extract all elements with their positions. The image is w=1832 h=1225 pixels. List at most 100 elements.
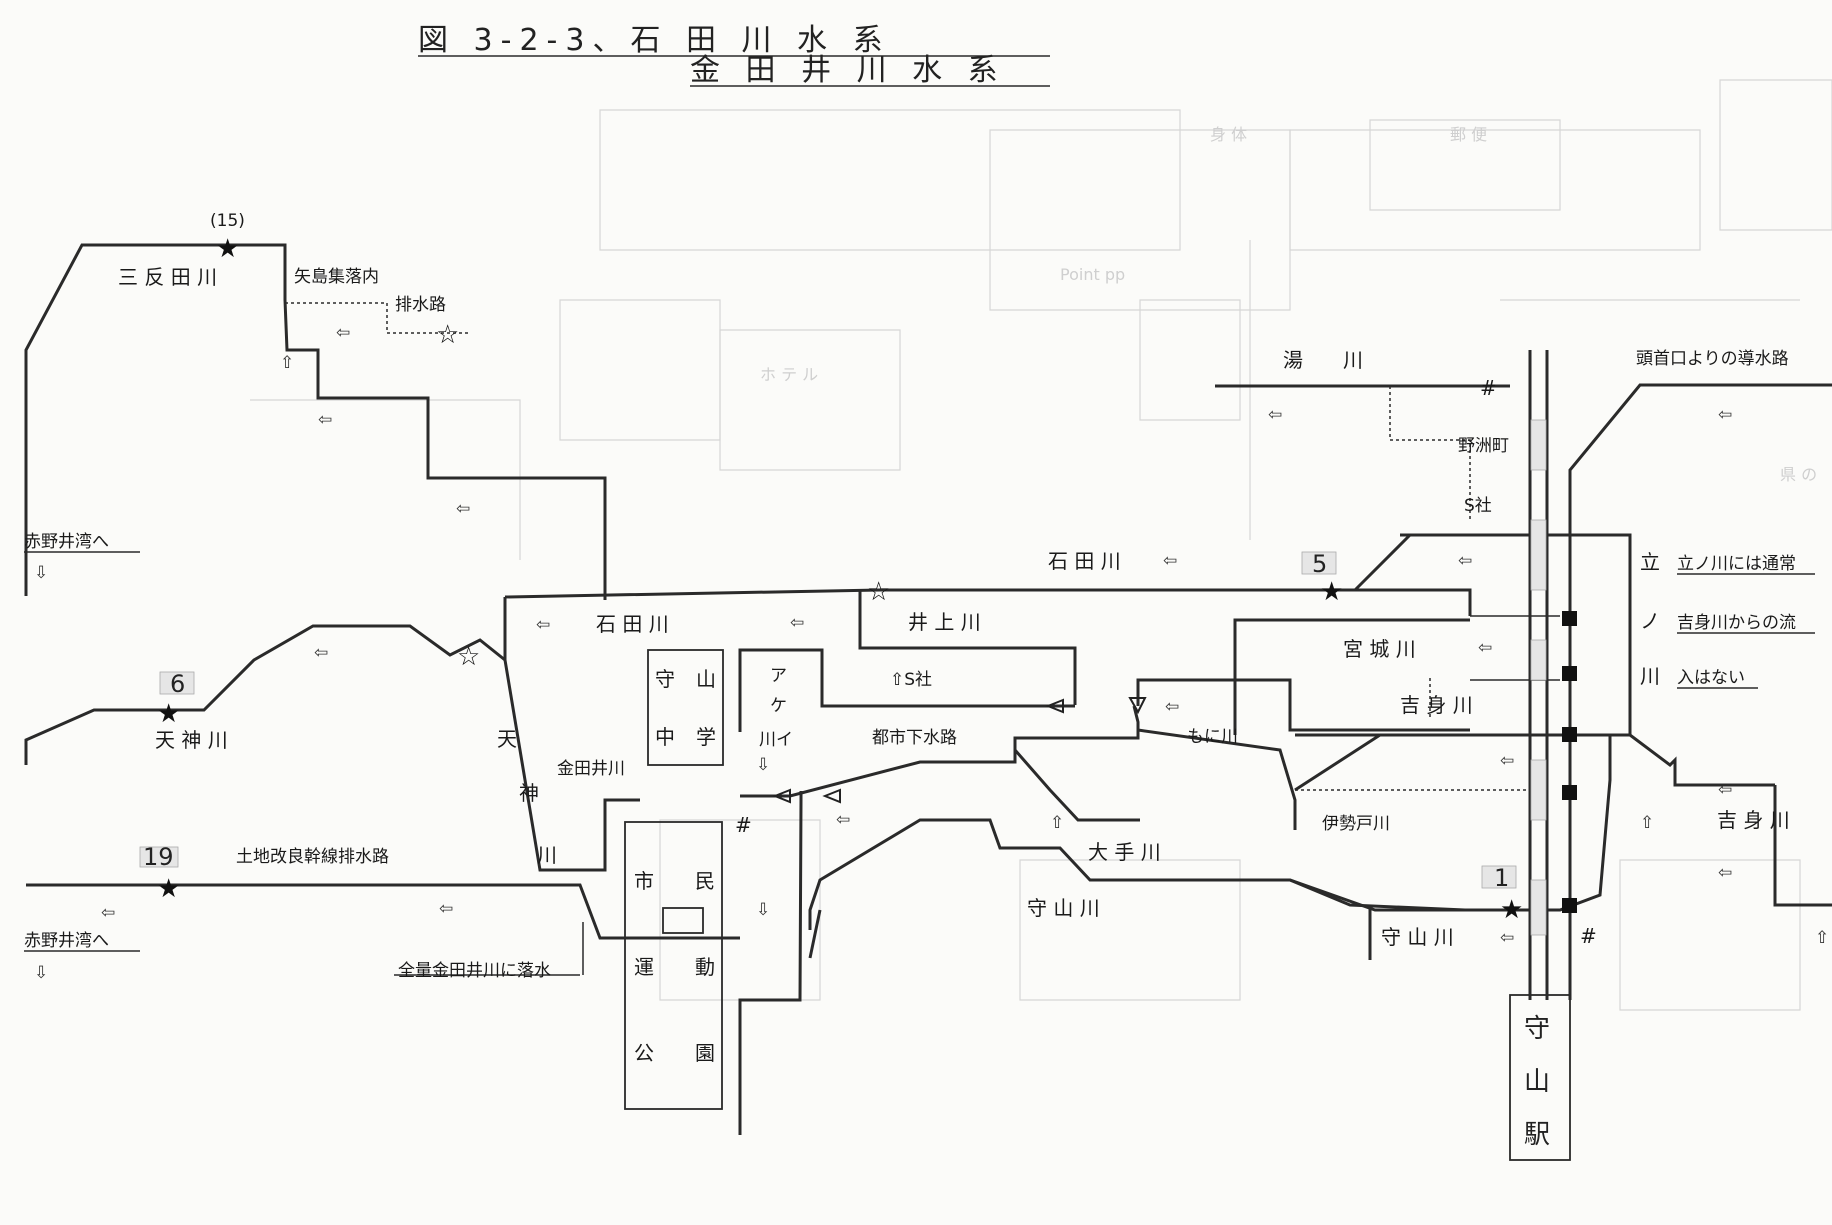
background-ghost-map: 身 体 郵 便 Point pp ホ テ ル 県 の xyxy=(250,79,1832,1011)
civic-sports-park-box xyxy=(624,821,723,1110)
svg-text:ホ テ ル: ホ テ ル xyxy=(760,365,818,384)
svg-text:⇦: ⇦ xyxy=(101,903,115,923)
touhshu-channel-label: 頭首口よりの導水路 xyxy=(1636,349,1789,369)
miyagi-river-label: 宮 城 川 xyxy=(1343,637,1416,661)
s-company-mid-label: ⇧S社 xyxy=(890,670,932,690)
ishida-upper-right xyxy=(1353,533,1412,592)
note-line-1: 立ノ川には通常 xyxy=(1677,554,1796,574)
svg-text:⇩: ⇩ xyxy=(756,755,770,775)
star-solid-6: ★ xyxy=(157,699,180,729)
park-char-2: 民 xyxy=(695,869,715,893)
school-char-2: 山 xyxy=(696,667,716,691)
school-char-4: 学 xyxy=(696,725,716,749)
sanbanda-river-label: 三 反 田 川 xyxy=(118,265,217,289)
dotted-lines xyxy=(285,302,1540,791)
star-solid-19: ★ xyxy=(157,874,180,904)
star-outline-1: ☆ xyxy=(436,320,459,350)
triangle-marker-3 xyxy=(772,788,791,804)
miyagi-river-line xyxy=(1136,678,1470,732)
yu-river-label: 湯 川 xyxy=(1283,348,1363,372)
toshi-lower-line xyxy=(738,791,803,1135)
svg-text:⇦: ⇦ xyxy=(1163,551,1177,571)
title-line2: 金 田 井 川 水 系 xyxy=(690,53,1006,88)
park-char-4: 動 xyxy=(695,955,715,979)
tochi-drain-label: 土地改良幹線排水路 xyxy=(236,846,389,867)
moriyama-river-line xyxy=(808,909,822,959)
tachino-vertical-2: ノ xyxy=(1640,609,1660,633)
ishida-river-line xyxy=(503,597,640,872)
park-char-3: 運 xyxy=(634,955,654,979)
moriyama-river-label-right: 守 山 川 xyxy=(1381,925,1454,949)
yoshimi-right-lower xyxy=(1773,785,1832,907)
sluice-gate-2 xyxy=(1562,666,1577,681)
moriyama-right-line xyxy=(1289,735,1612,912)
svg-text:⇦: ⇦ xyxy=(536,615,550,635)
ake-river-line xyxy=(738,648,1075,732)
yajima-label: 矢島集落内 xyxy=(294,267,379,287)
svg-text:⇦: ⇦ xyxy=(1718,405,1732,425)
triangle-marker-2 xyxy=(1128,697,1147,715)
tochi-drain-line xyxy=(26,883,740,940)
isedo-line xyxy=(1294,733,1381,792)
yasu-town-label: 野洲町 xyxy=(1458,436,1509,456)
moriyama-junior-high-box xyxy=(647,649,724,766)
triangle-marker-1 xyxy=(1045,698,1064,714)
station-char-2: 山 xyxy=(1524,1067,1550,1097)
svg-text:⇧: ⇧ xyxy=(1815,928,1829,948)
sluice-gate-3 xyxy=(1562,727,1577,742)
moni-river-label: もに川 xyxy=(1187,727,1238,747)
hash-mark-3: # xyxy=(1580,924,1597,948)
svg-text:⇩: ⇩ xyxy=(756,900,770,920)
akanoi-label-1: 赤野井湾へ xyxy=(24,532,109,552)
svg-text:⇩: ⇩ xyxy=(34,963,48,983)
yasu-dotted xyxy=(1389,386,1471,520)
sampling-points: ★ ★ ★ ★ ★ ☆ ☆ ☆ xyxy=(157,234,1523,925)
svg-text:⇦: ⇦ xyxy=(1165,697,1179,717)
svg-text:⇦: ⇦ xyxy=(314,643,328,663)
ishida-main-line xyxy=(504,588,1472,616)
yoshimi-river-label-mid: 吉 身 川 xyxy=(1400,693,1473,717)
hash-mark-2: # xyxy=(735,813,752,837)
tenjin-river-line xyxy=(24,624,506,765)
moriyama-river-label-mid: 守 山 川 xyxy=(1027,896,1100,920)
tenjin-vertical-1: 天 xyxy=(497,727,517,751)
station-1-label: 1 xyxy=(1494,864,1509,892)
zenryo-label: 全量金田井川に落水 xyxy=(398,961,551,981)
school-char-1: 守 xyxy=(655,667,675,691)
yoshimi-right-line xyxy=(1629,733,1775,787)
park-char-5: 公 xyxy=(634,1041,654,1065)
sanbanda-river-line xyxy=(24,243,607,600)
station-5-label: 5 xyxy=(1312,550,1327,578)
station-15-label: (15) xyxy=(210,211,245,231)
note-line-3: 入はない xyxy=(1677,668,1745,688)
star-outline-3: ☆ xyxy=(867,577,890,607)
station-char-1: 守 xyxy=(1524,1014,1550,1044)
park-char-1: 市 xyxy=(634,869,654,893)
svg-text:⇦: ⇦ xyxy=(1718,780,1732,800)
inoue-river-line xyxy=(858,590,1077,705)
park-char-6: 園 xyxy=(695,1041,715,1065)
sluice-gate-1 xyxy=(1562,611,1577,626)
ake-river-2: ケ xyxy=(770,696,787,716)
moriyama-station-box xyxy=(1509,994,1571,1161)
flow-arrows: ⇧ ⇦ ⇦ ⇦ ⇩ ⇦ ⇦ ⇦ ⇩ ⇦ ⇦ ⇦ ⇦ ⇦ ⇦ ⇦ ⇦ ⇦ ⇩ ⇦ … xyxy=(34,323,1829,983)
akanoi-label-2: 赤野井湾へ xyxy=(24,931,109,951)
sluice-gates xyxy=(1562,611,1577,913)
tachino-vertical-1: 立 xyxy=(1640,550,1660,574)
svg-text:⇦: ⇦ xyxy=(1478,638,1492,658)
ote-river-line xyxy=(808,818,1470,930)
toshi-drain-label: 都市下水路 xyxy=(872,728,957,748)
toshi-branch-line xyxy=(1013,749,1140,822)
title-line1: 図 3-2-3、石 田 川 水 系 xyxy=(418,23,891,58)
svg-text:⇦: ⇦ xyxy=(790,613,804,633)
ishida-river-label-right: 石 田 川 xyxy=(1048,549,1121,573)
svg-text:Point pp: Point pp xyxy=(1060,265,1125,284)
tenjin-vertical-2: 神 xyxy=(519,781,539,805)
kanadai-river-label: 金田井川 xyxy=(557,759,625,779)
inoue-river-label: 井 上 川 xyxy=(908,610,981,634)
s-company-right-label: S社 xyxy=(1464,496,1492,516)
svg-text:県 の: 県 の xyxy=(1780,465,1817,484)
star-solid-5: ★ xyxy=(1320,577,1343,607)
